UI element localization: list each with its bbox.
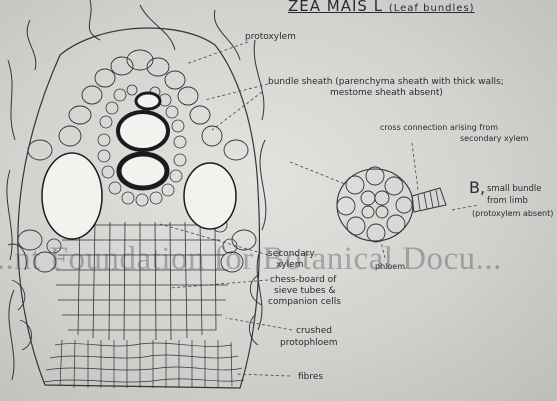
phloem-chessboard <box>56 222 228 340</box>
label-b-letter: B, <box>469 180 485 197</box>
label-cross-connection-line2: secondary xylem <box>460 135 528 143</box>
label-protoxylem: protoxylem <box>245 33 296 42</box>
label-small-bundle-line1: small bundle <box>487 185 542 194</box>
metaxylem-upper <box>118 112 168 150</box>
title-author: L <box>374 0 383 15</box>
title-species: ZEA MAIS <box>288 0 368 15</box>
protoxylem-vessel <box>136 93 160 109</box>
large-vessel-left <box>42 153 102 239</box>
small-bundle-drawing <box>337 167 446 242</box>
label-bundle-sheath-line1: bundle sheath (parenchyma sheath with th… <box>268 78 504 87</box>
metaxylem-lower <box>119 154 167 188</box>
label-bundle-sheath-line2: mestome sheath absent) <box>330 89 443 98</box>
title-note: (Leaf bundles) <box>389 3 475 14</box>
label-chessboard-line2: sieve tubes & <box>274 287 336 296</box>
fibre-cells <box>44 340 244 388</box>
label-fibres: fibres <box>298 373 323 382</box>
label-small-bundle-line2: from limb <box>487 197 528 206</box>
label-crushed-line1: crushed <box>296 327 332 336</box>
label-chessboard-line3: companion cells <box>268 298 341 307</box>
label-crushed-line2: protophloem <box>280 339 338 348</box>
large-vessel-right <box>184 163 236 229</box>
diagram-title: ZEA MAIS L (Leaf bundles) <box>288 0 475 15</box>
label-small-bundle-line3: (protoxylem absent) <box>472 210 553 218</box>
watermark: ...nt Foundation for Botanical Docu... <box>0 241 502 278</box>
label-cross-connection-line1: cross connection arising from <box>380 124 498 132</box>
